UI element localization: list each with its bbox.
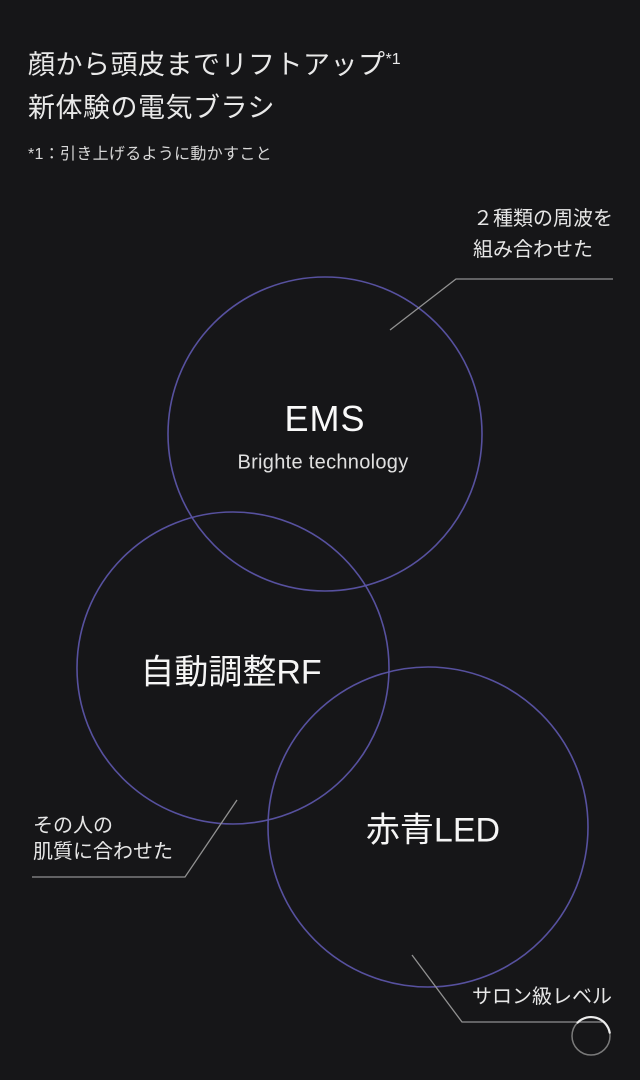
led-circle xyxy=(267,666,589,988)
ems-circle-sublabel: Brighte technology xyxy=(237,451,409,474)
led-circle-label: 赤青LED xyxy=(365,811,501,850)
rf-circle-label: 自動調整RF xyxy=(140,653,322,692)
page-title: 顔から頭皮までリフトアップ*1 新体験の電気ブラシ xyxy=(28,44,401,130)
rf-annotation-line-2: 肌質に合わせた xyxy=(33,841,173,863)
rf-annotation-line-1: その人の xyxy=(33,815,113,837)
led-annotation: サロン級レベル xyxy=(472,986,612,1008)
title-line-1: 顔から頭皮までリフトアップ*1 xyxy=(28,44,401,87)
title-line-2: 新体験の電気ブラシ xyxy=(28,93,275,123)
title-line-1-text: 顔から頭皮までリフトアップ xyxy=(28,50,386,80)
led-annotation-line-1: サロン級レベル xyxy=(472,986,612,1008)
rf-annotation: その人の 肌質に合わせた xyxy=(33,813,173,865)
rf-circle xyxy=(76,511,390,825)
ems-annotation-line-1: ２種類の周波を xyxy=(473,208,613,230)
ems-circle-label: EMS xyxy=(284,398,366,439)
hero-heading-block: 顔から頭皮までリフトアップ*1 新体験の電気ブラシ *1：引き上げるように動かす… xyxy=(28,44,401,164)
ems-circle xyxy=(167,276,483,592)
ems-annotation: ２種類の周波を 組み合わせた xyxy=(473,204,613,266)
decorative-ring-highlight-arc xyxy=(576,1016,611,1034)
ems-annotation-line-2: 組み合わせた xyxy=(473,239,593,261)
footnote-marker: *1 xyxy=(385,51,401,68)
footnote-text: *1：引き上げるように動かすこと xyxy=(28,146,272,163)
rf-callout-line xyxy=(32,799,238,878)
led-callout-line xyxy=(411,954,605,1023)
ems-callout-line xyxy=(389,278,613,331)
